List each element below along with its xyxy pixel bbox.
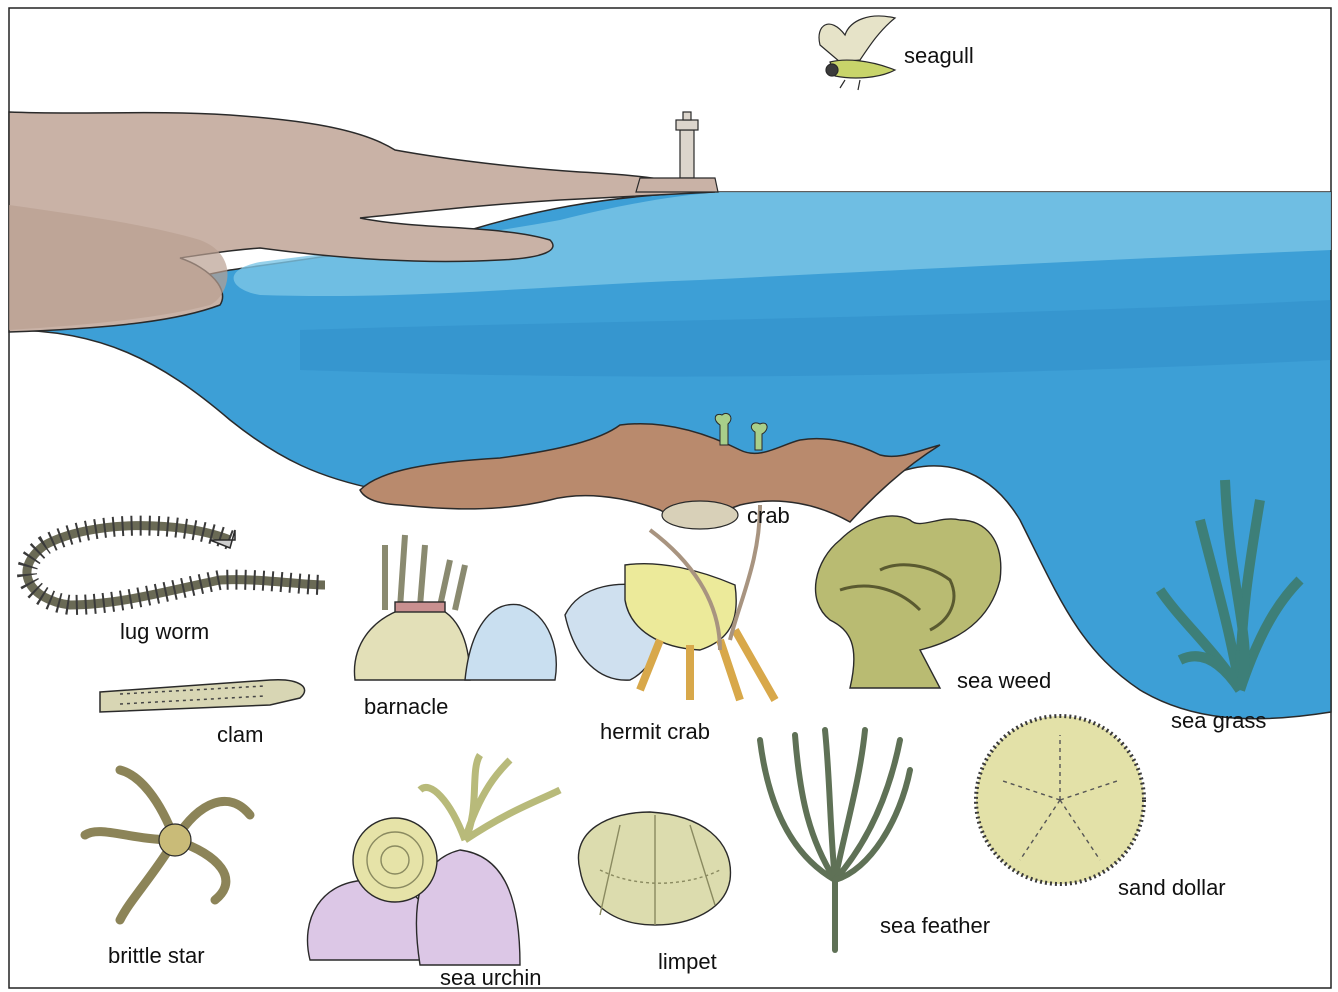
label-seagull: seagull — [904, 45, 974, 67]
label-sand-dollar: sand dollar — [1118, 877, 1226, 899]
label-hermit-crab: hermit crab — [600, 721, 710, 743]
label-sea-grass: sea grass — [1171, 710, 1266, 732]
label-sea-weed: sea weed — [957, 670, 1051, 692]
label-sea-feather: sea feather — [880, 915, 990, 937]
label-sea-urchin: sea urchin — [440, 967, 542, 989]
label-clam: clam — [217, 724, 263, 746]
label-limpet: limpet — [658, 951, 717, 973]
label-crab: crab — [747, 505, 790, 527]
label-brittle-star: brittle star — [108, 945, 205, 967]
label-barnacle: barnacle — [364, 696, 448, 718]
sand-dollar-drawing — [976, 716, 1144, 884]
label-lug-worm: lug worm — [120, 621, 209, 643]
crab-drawing — [662, 501, 738, 529]
